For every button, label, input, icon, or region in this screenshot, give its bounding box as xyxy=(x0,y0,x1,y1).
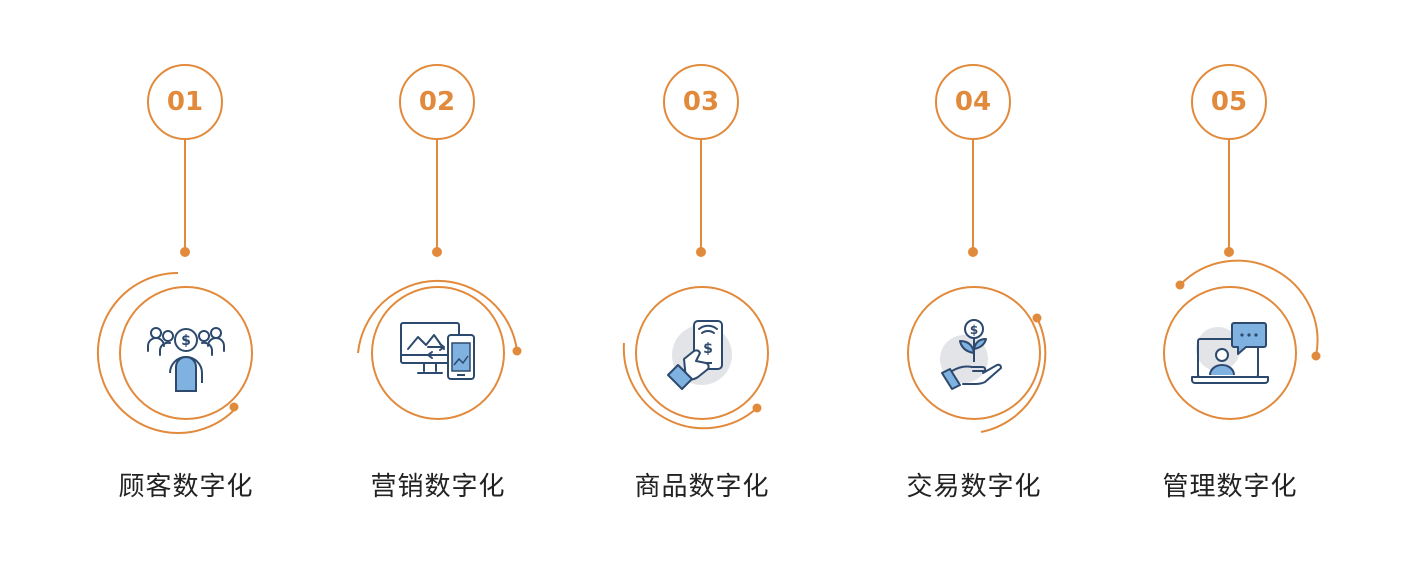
step-label: 营销数字化 xyxy=(370,472,506,502)
step-1: 01 $ xyxy=(86,0,286,573)
step-label: 商品数字化 xyxy=(634,472,770,502)
hand-phone-pay-icon: $ xyxy=(662,313,742,393)
step-number-badge: 02 xyxy=(399,64,475,140)
connector-line xyxy=(700,140,702,250)
svg-text:$: $ xyxy=(703,341,713,357)
step-label: 管理数字化 xyxy=(1162,472,1298,502)
laptop-chat-user-icon xyxy=(1190,313,1270,393)
step-label: 交易数字化 xyxy=(906,472,1042,502)
connector-line xyxy=(972,140,974,250)
ring-with-arc xyxy=(357,279,522,420)
step-label: 顾客数字化 xyxy=(118,472,254,502)
step-3: 03 $ 商品数字化 xyxy=(602,0,802,573)
connector-line xyxy=(436,140,438,250)
monitor-tablet-sync-icon xyxy=(398,313,478,393)
step-number-badge: 01 xyxy=(147,64,223,140)
customers-money-icon: $ xyxy=(146,313,226,393)
step-number-badge: 05 xyxy=(1191,64,1267,140)
step-5: 05 管理数字化 xyxy=(1130,0,1330,573)
step-number-badge: 03 xyxy=(663,64,739,140)
connector-dot xyxy=(968,247,978,257)
connector-dot xyxy=(180,247,190,257)
connector-dot xyxy=(1224,247,1234,257)
connector-line xyxy=(184,140,186,250)
step-number-badge: 04 xyxy=(935,64,1011,140)
svg-text:$: $ xyxy=(181,333,191,349)
step-2: 02 营销数字化 xyxy=(338,0,538,573)
connector-dot xyxy=(432,247,442,257)
step-4: 04 $ 交易数字化 xyxy=(874,0,1074,573)
connector-line xyxy=(1228,140,1230,250)
connector-dot xyxy=(696,247,706,257)
svg-text:$: $ xyxy=(970,323,978,337)
hand-plant-coin-icon: $ xyxy=(934,313,1014,393)
ring-with-arc xyxy=(96,272,253,434)
